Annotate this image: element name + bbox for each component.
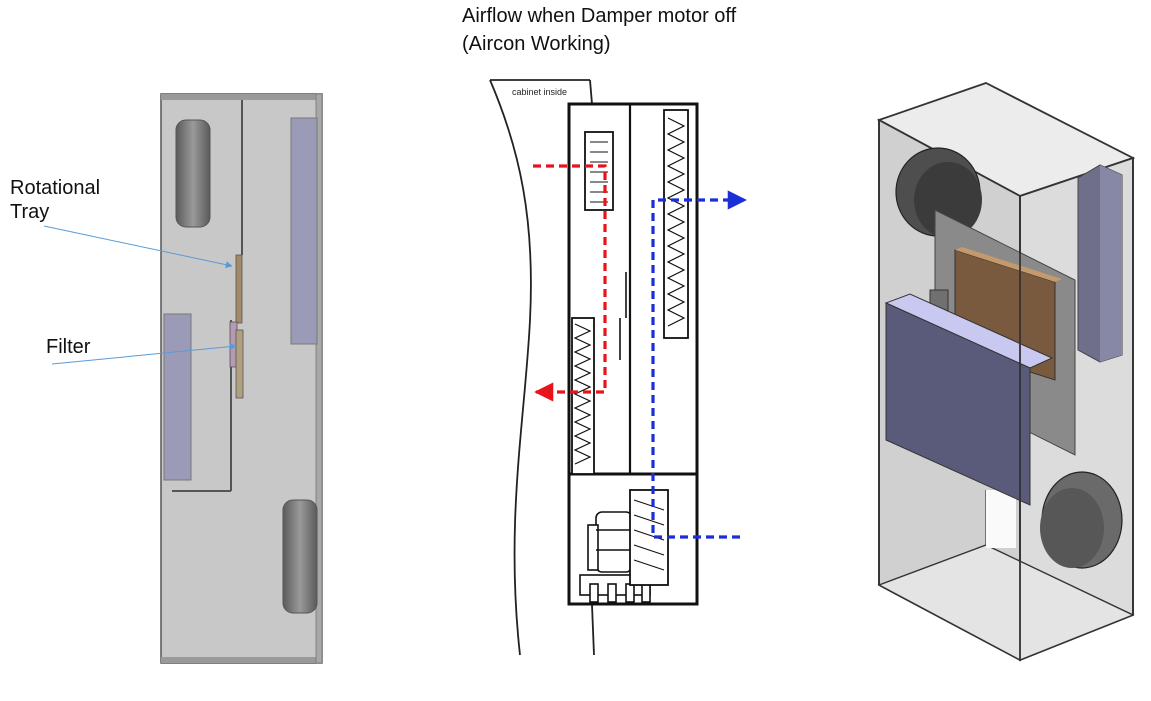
top-fan-3d-face [914, 162, 982, 238]
evaporator-coil-fins [573, 323, 592, 465]
rotational-tray-label-line-2: Tray [10, 201, 50, 223]
right-3d-cabinet-view [876, 82, 1136, 662]
condenser-fan-blades [633, 499, 665, 571]
evaporator-fan-housing [584, 131, 614, 211]
red-airflow-path [533, 164, 607, 402]
condenser-coil-fins [666, 117, 686, 327]
title-line-2: (Aircon Working) [462, 33, 611, 55]
rotational-tray-label: Rotational Tray [10, 176, 100, 224]
blue-airflow-path [651, 190, 747, 539]
left-tray-lower [235, 329, 244, 399]
condenser-fan-housing [629, 489, 669, 586]
left-condenser-panel [163, 313, 192, 481]
cabinet-gap [986, 490, 1016, 548]
left-bottom-fan [282, 499, 318, 614]
mount-rail-lower [591, 604, 595, 656]
evaporator-fan-blades [590, 141, 608, 203]
cabinet-inside-wall [489, 79, 532, 656]
left-cabinet-right-wall [315, 93, 323, 664]
filter-leader-line [51, 343, 237, 365]
airflow-schematic: cabinet inside [489, 79, 747, 656]
condenser-coil [663, 109, 689, 339]
left-cabinet-bottom-edge [161, 657, 322, 663]
bottom-fan-3d-face [1040, 488, 1104, 568]
cabinet-inside-label: cabinet inside [512, 87, 567, 97]
left-rotational-tray [235, 254, 243, 324]
left-cabinet-section-view [43, 93, 323, 664]
title-line-1: Airflow when Damper motor off [462, 5, 737, 27]
diagram-title: Airflow when Damper motor off (Aircon Wo… [462, 2, 736, 58]
aircon-unit-outline [567, 102, 699, 606]
left-top-fan [175, 119, 211, 228]
rotational-tray-3d-edge [955, 247, 1062, 282]
rotational-tray-label-line-1: Rotational [10, 177, 101, 199]
rotational-tray-leader-line [43, 225, 233, 269]
cabinet-inside-edge [589, 79, 593, 105]
filter-label: Filter [46, 336, 91, 358]
right-panel-3d-side [1100, 165, 1122, 362]
left-cabinet-top-edge [161, 94, 322, 100]
filter-panel-3d [885, 302, 1031, 506]
left-evaporator-panel [290, 117, 318, 345]
